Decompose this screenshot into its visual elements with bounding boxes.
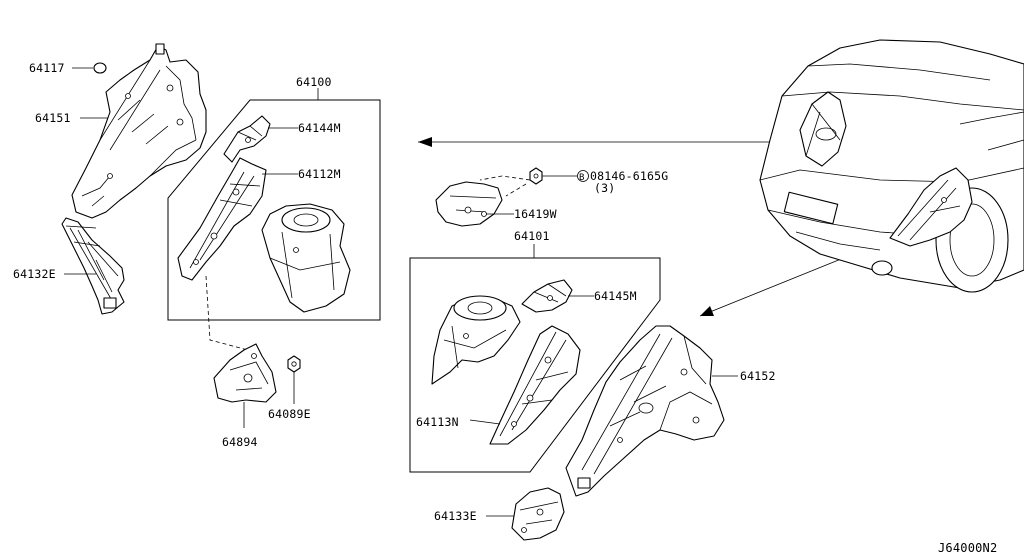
label-64144m: 64144M: [298, 121, 341, 135]
part-64132e-bracket: [61, 217, 125, 315]
vehicle-front-illustration: [759, 39, 1024, 293]
label-64101: 64101: [514, 229, 550, 243]
label-64151: 64151: [35, 111, 71, 125]
part-64151-hoodledge-assembly: [71, 43, 207, 219]
part-64894-mount: [213, 343, 277, 403]
label-64145m: 64145M: [594, 289, 637, 303]
part-08146-bolt: [529, 167, 543, 185]
part-64145m-bracket: [521, 279, 573, 313]
label-64894: 64894: [222, 435, 258, 449]
label-16419w: 16419W: [514, 207, 557, 221]
label-08146-6165g: 08146-6165G: [590, 169, 668, 183]
part-64089e-nut: [287, 355, 301, 373]
part-strut-housing-right: [431, 295, 521, 385]
part-64144m-bracket: [223, 115, 271, 163]
part-64133e-bracket: [511, 487, 565, 541]
label-64100: 64100: [296, 75, 332, 89]
label-08146-qty: (3): [594, 181, 615, 195]
diagram-code: J64000N2: [938, 541, 997, 555]
label-64113n: 64113N: [416, 415, 459, 429]
part-strut-housing-left: [261, 203, 351, 313]
group-box-64101: [409, 257, 661, 473]
group-box-64100: [167, 99, 381, 321]
label-64089e: 64089E: [268, 407, 311, 421]
label-64132e: 64132E: [13, 267, 56, 281]
b-circle-symbol: B: [577, 170, 589, 183]
part-64117-plug: [93, 62, 107, 74]
part-64152-hoodledge-assembly: [565, 325, 725, 497]
part-64112m-reinforcement: [177, 157, 267, 281]
label-64117: 64117: [29, 61, 65, 75]
label-64133e: 64133E: [434, 509, 477, 523]
arrow-to-left-group: [418, 137, 770, 147]
b-prefix: B: [579, 173, 585, 183]
part-16419w-bracket: [435, 181, 503, 227]
label-64112m: 64112M: [298, 167, 341, 181]
part-64113n-reinforcement: [489, 325, 581, 445]
label-64152: 64152: [740, 369, 776, 383]
